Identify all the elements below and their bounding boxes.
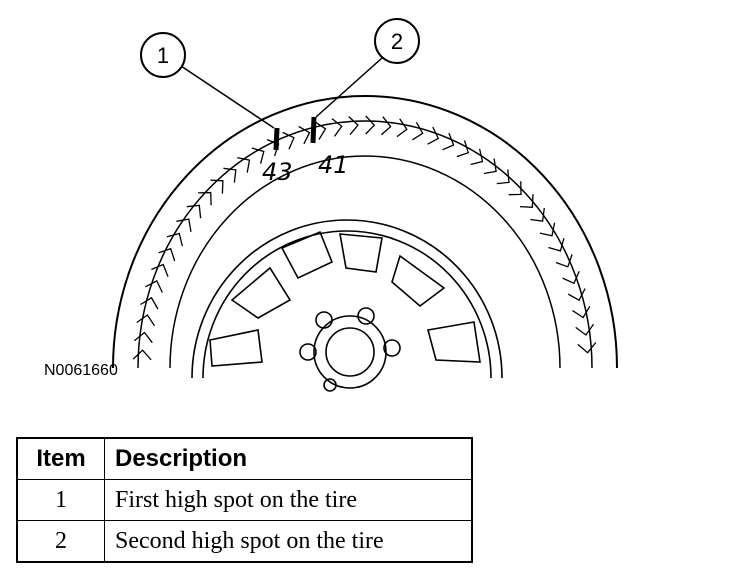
tread-block — [412, 121, 424, 141]
wheel-hub — [313, 315, 387, 389]
tread-block — [396, 118, 408, 138]
wheel-spoke — [391, 254, 446, 308]
tire-mark-43: 43 — [262, 158, 293, 186]
tread-block — [539, 222, 556, 237]
legend-item-description: First high spot on the tire — [104, 479, 473, 521]
tread-block — [575, 323, 595, 336]
tread-block — [132, 349, 152, 361]
wheel — [191, 219, 503, 392]
legend-table: Item Description 1 First high spot on th… — [16, 437, 473, 563]
high-spot-mark-2 — [310, 116, 317, 144]
callout-2: 2 — [374, 18, 420, 64]
tread-block — [298, 125, 311, 145]
tread-block — [530, 207, 545, 222]
tread-block — [331, 118, 343, 137]
lug-nut — [299, 343, 317, 361]
tread-block — [151, 263, 169, 277]
tire-mark-41: 41 — [318, 151, 349, 179]
tread-block — [508, 181, 522, 196]
wheel-spoke — [280, 230, 334, 280]
tread-block — [519, 194, 534, 208]
tread-block — [456, 140, 470, 158]
tread-block — [348, 116, 359, 136]
tread-block — [442, 132, 455, 151]
wheel-spoke — [230, 266, 292, 319]
wheel-spoke — [339, 233, 383, 273]
tread-block — [470, 148, 484, 166]
tread-block — [158, 247, 176, 262]
tread-block — [176, 218, 192, 232]
legend-header-description: Description — [104, 437, 473, 480]
tread-block — [223, 167, 237, 183]
table-row: 1 First high spot on the tire — [16, 479, 473, 521]
tread-block — [251, 147, 265, 164]
tread-block — [562, 270, 580, 285]
wheel-spoke — [427, 321, 481, 363]
tread-block — [166, 232, 183, 247]
tread-block — [572, 305, 591, 319]
tread-block — [496, 169, 510, 185]
callout-leader-2 — [315, 57, 383, 118]
tread-block — [136, 314, 156, 327]
tread-block — [133, 331, 153, 344]
tread-block — [365, 115, 376, 135]
tread-block — [210, 179, 224, 194]
callout-leader-1 — [180, 65, 275, 129]
tire-diagram: 43 41 1 2 — [112, 18, 618, 392]
lug-nut — [315, 311, 333, 329]
tread-block — [237, 156, 251, 173]
tread-block — [483, 158, 497, 175]
figure-id-label: N0061660 — [44, 362, 118, 379]
callout-1: 1 — [140, 32, 186, 78]
callout-1-label: 1 — [157, 43, 169, 68]
lug-nut — [323, 378, 337, 392]
lug-nut — [383, 339, 401, 357]
tread-block — [198, 191, 212, 206]
tread-block — [548, 238, 565, 252]
legend-header-row: Item Description — [16, 437, 473, 480]
tread-block — [314, 121, 327, 140]
tread-block — [577, 342, 597, 354]
lug-nut — [357, 307, 375, 325]
high-spot-mark-1 — [273, 127, 280, 151]
tread-block — [555, 254, 573, 268]
tread-block — [282, 131, 295, 150]
tread-block — [145, 280, 163, 293]
callout-2-label: 2 — [391, 29, 403, 54]
legend-item-number: 2 — [16, 520, 105, 563]
tread-block — [140, 296, 159, 310]
tread-block — [186, 204, 202, 219]
legend-item-number: 1 — [16, 479, 105, 521]
tire-tread — [132, 115, 597, 361]
legend-item-description: Second high spot on the tire — [104, 520, 473, 563]
tread-block — [380, 116, 392, 136]
wheel-spoke — [209, 329, 263, 367]
tread-block — [427, 126, 440, 145]
table-row: 2 Second high spot on the tire — [16, 520, 473, 563]
tire-outline — [112, 95, 618, 369]
tread-block — [567, 288, 586, 302]
legend-header-item: Item — [16, 437, 105, 480]
